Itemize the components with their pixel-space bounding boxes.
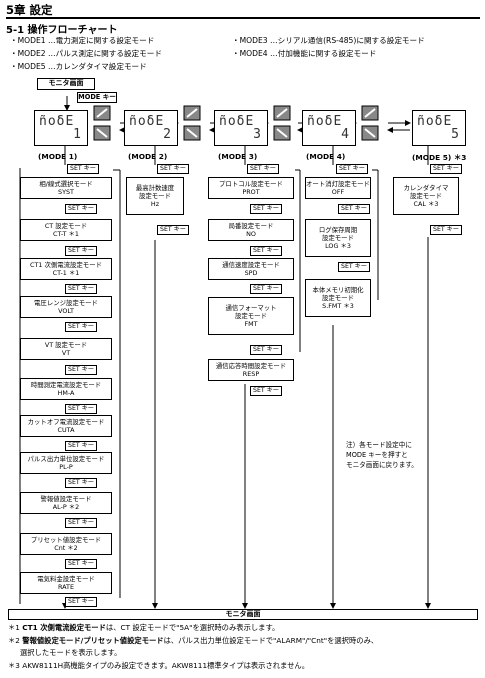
set-key[interactable]: SET キー — [65, 478, 97, 488]
set-key[interactable]: SET キー — [65, 404, 97, 414]
set-key[interactable]: SET キー — [65, 559, 97, 569]
mode-key-top[interactable]: MODE キー — [77, 92, 117, 103]
mode4-title: (MODE 4) — [306, 152, 346, 161]
lcd-mode2: ñoδE 2 — [124, 110, 178, 146]
item-shift-keys-2[interactable] — [178, 104, 208, 144]
lcd-mode5: ñoδE 5 — [412, 110, 466, 146]
set-key[interactable]: SET キー — [65, 284, 97, 294]
set-key[interactable]: SET キー — [250, 204, 282, 214]
lcd-mode3: ñoδE 3 — [214, 110, 268, 146]
set-key[interactable]: SET キー — [157, 164, 189, 174]
set-key[interactable]: SET キー — [250, 386, 282, 396]
mode3-title: (MODE 3) — [218, 152, 258, 161]
set-key[interactable]: SET キー — [65, 518, 97, 528]
chapter-rule — [6, 17, 480, 19]
footnote-3: ＊3 AKW8111H高機能タイプのみ設定できます。AKW8111標準タイプは表… — [8, 661, 310, 670]
set-key[interactable]: SET キー — [65, 441, 97, 451]
set-key[interactable]: SET キー — [250, 246, 282, 256]
lcd-mode1: ñoδE 1 — [34, 110, 88, 146]
set-key[interactable]: SET キー — [65, 365, 97, 375]
set-key[interactable]: SET キー — [65, 322, 97, 332]
mode5-desc: ・MODE5 …カレンダタイマ設定モード — [10, 62, 147, 71]
set-key[interactable]: SET キー — [67, 164, 99, 174]
mode2-title: (MODE 2) — [128, 152, 168, 161]
mode3-desc: ・MODE3 …シリアル通信(RS-485)に関する設定モード — [232, 36, 425, 45]
monitor-screen-bottom: モニタ画面 — [8, 609, 478, 620]
set-key[interactable]: SET キー — [338, 262, 370, 272]
section-title: 5-1 操作フローチャート — [6, 25, 118, 36]
item-shift-keys-1[interactable] — [88, 104, 118, 144]
set-key[interactable]: SET キー — [336, 164, 368, 174]
mode5-title: (MODE 5) ＊3 — [412, 153, 467, 162]
mode1-title: (MODE 1) — [38, 152, 78, 161]
footnote-2-cont: 選択したモードを表示します。 — [20, 648, 122, 657]
set-key[interactable]: SET キー — [65, 204, 97, 214]
set-key[interactable]: SET キー — [430, 164, 462, 174]
mode2-desc: ・MODE2 …パルス測定に関する設定モード — [10, 49, 162, 58]
set-key[interactable]: SET キー — [65, 597, 97, 607]
set-key[interactable]: SET キー — [250, 284, 282, 294]
footnote-1: ＊1 CT1 次側電流設定モードは、CT 設定モードで"5A"を選択時のみ表示し… — [8, 623, 280, 632]
set-key[interactable]: SET キー — [338, 204, 370, 214]
item-shift-keys-4[interactable] — [356, 104, 386, 144]
chapter-title: 5章 設定 — [6, 3, 53, 17]
set-key[interactable]: SET キー — [250, 345, 282, 355]
mode1-desc: ・MODE1 …電力測定に関する設定モード — [10, 36, 155, 45]
item-shift-keys-3[interactable] — [268, 104, 298, 144]
set-key[interactable]: SET キー — [247, 164, 279, 174]
lcd-mode4: ñoδE 4 — [302, 110, 356, 146]
set-key[interactable]: SET キー — [430, 225, 462, 235]
side-note: 注）各モード設定中に MODE キーを押すと モニタ画面に戻ります。 — [346, 441, 418, 469]
set-key[interactable]: SET キー — [65, 246, 97, 256]
footnote-2: ＊2 警報値設定モード/プリセット値設定モードは、パルス出力単位設定モードで"A… — [8, 636, 379, 645]
set-key[interactable]: SET キー — [157, 225, 189, 235]
mode4-desc: ・MODE4 …付加機能に関する設定モード — [232, 49, 377, 58]
monitor-screen-top: モニタ画面 — [37, 78, 95, 90]
